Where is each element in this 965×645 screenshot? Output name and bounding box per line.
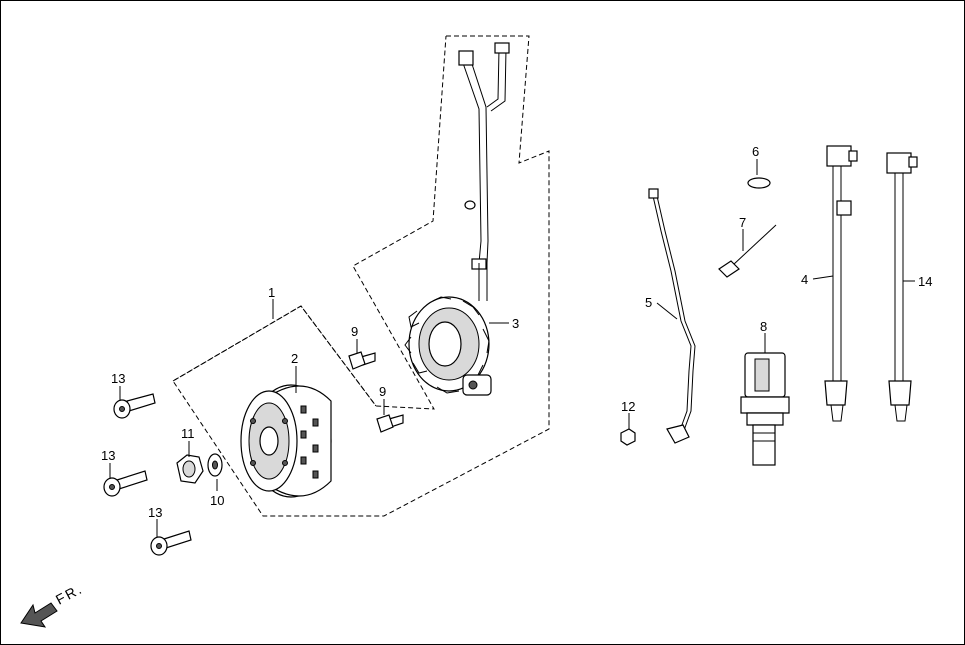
leader-lines — [109, 159, 915, 537]
callout-7: 7 — [739, 215, 746, 230]
callout-10: 10 — [210, 493, 224, 508]
callout-4: 4 — [801, 272, 808, 287]
callout-2: 2 — [291, 351, 298, 366]
callout-11: 11 — [181, 426, 195, 441]
callout-8: 8 — [760, 319, 767, 334]
oxygen-sensor-14 — [886, 152, 918, 422]
callout-12: 12 — [621, 399, 635, 414]
direction-label: FR. — [53, 580, 86, 608]
stator-assembly-boundary — [172, 35, 550, 517]
flywheel-rotor — [240, 384, 332, 498]
bolt-13-bottom — [150, 530, 192, 556]
washer — [207, 453, 223, 477]
sensor-lead — [648, 188, 696, 444]
bolt-13-top — [113, 393, 156, 419]
stator — [404, 296, 492, 396]
callout-9-upper: 9 — [351, 324, 358, 339]
o-ring — [747, 177, 771, 189]
callout-5: 5 — [645, 295, 652, 310]
cable-clip — [718, 224, 777, 278]
bolt-9-upper — [348, 351, 376, 370]
callout-13-top: 13 — [111, 371, 125, 386]
stator-harness — [458, 42, 510, 301]
callout-3: 3 — [512, 316, 519, 331]
callout-13-middle: 13 — [101, 448, 115, 463]
flywheel-assembly-boundary — [172, 305, 377, 407]
callout-6: 6 — [752, 144, 759, 159]
callout-9-lower: 9 — [379, 384, 386, 399]
bolt-9-lower — [376, 414, 404, 433]
callout-14: 14 — [918, 274, 932, 289]
temperature-sensor — [740, 352, 790, 466]
front-direction-arrow: FR. — [20, 580, 86, 628]
bolt-13-middle — [103, 470, 148, 497]
bolt-12 — [620, 428, 636, 446]
callout-1: 1 — [268, 285, 275, 300]
oxygen-sensor-4 — [824, 145, 858, 422]
flange-nut — [176, 454, 204, 484]
callout-13-bottom: 13 — [148, 505, 162, 520]
